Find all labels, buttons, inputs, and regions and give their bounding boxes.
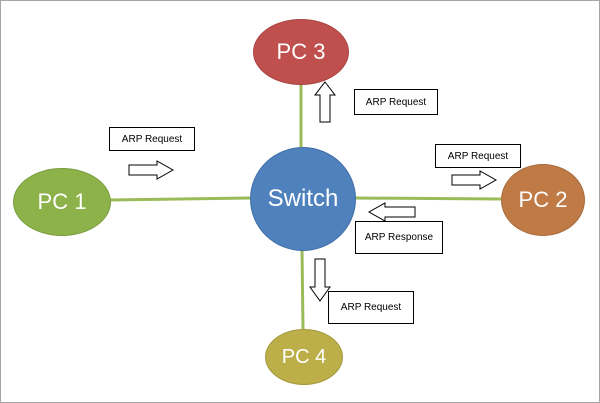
arrow-left-icon [367, 202, 416, 222]
arp-request-label-pc2: ARP Request [435, 144, 521, 168]
arp-request-text: ARP Request [447, 150, 509, 162]
pc3-node: PC 3 [253, 19, 349, 85]
pc3-label: PC 3 [276, 39, 326, 64]
switch-label: Switch [267, 185, 339, 212]
pc4-node: PC 4 [265, 329, 343, 385]
arrow-right-icon [451, 170, 498, 190]
arrow-up-icon [313, 81, 337, 123]
arp-request-label-pc1: ARP Request [109, 127, 195, 151]
arp-request-text: ARP Request [340, 302, 402, 313]
arp-request-label-pc3: ARP Request [354, 89, 438, 115]
pc4-label: PC 4 [281, 345, 327, 368]
arp-request-text: ARP Request [121, 133, 183, 145]
pc1-node: PC 1 [13, 168, 111, 236]
arrow-right-icon [128, 160, 175, 180]
arp-response-label-pc2: ARP Response [355, 221, 443, 254]
arp-response-text: ARP Response [364, 232, 434, 243]
arrow-down-icon [309, 258, 331, 302]
pc2-label: PC 2 [518, 187, 568, 212]
link-switch-pc2 [353, 196, 502, 201]
pc1-label: PC 1 [37, 189, 87, 214]
arp-request-text: ARP Request [365, 96, 427, 108]
pc2-node: PC 2 [501, 164, 585, 236]
arp-request-label-pc4: ARP Request [328, 291, 414, 324]
link-switch-pc4 [300, 248, 305, 330]
switch-node: Switch [250, 147, 356, 251]
link-pc1-switch [108, 196, 251, 202]
